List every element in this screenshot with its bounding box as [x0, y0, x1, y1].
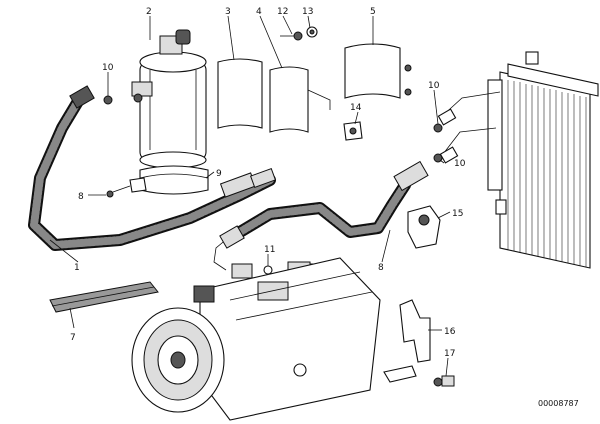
callout-10-lower: 10 — [454, 159, 466, 169]
ac-compressor — [131, 257, 381, 421]
receiver-drier — [131, 29, 207, 169]
insulation-sleeves — [217, 43, 412, 133]
condenser-pipes — [103, 91, 501, 164]
callout-4: 4 — [256, 7, 262, 17]
callout-15: 15 — [452, 209, 463, 219]
callout-5: 5 — [370, 7, 376, 17]
hose-secondary — [213, 160, 429, 279]
callout-7: 7 — [70, 333, 76, 343]
mounting-bracket — [383, 299, 455, 387]
leader-lines — [49, 15, 451, 377]
callout-10-upper: 10 — [428, 81, 440, 91]
callout-11: 11 — [264, 245, 275, 255]
callout-8-left: 8 — [78, 192, 84, 202]
drawing-number: 00008787 — [538, 399, 579, 408]
callout-17: 17 — [444, 349, 455, 359]
pipe-bracket — [407, 205, 441, 249]
callout-9: 9 — [216, 169, 222, 179]
callout-labels: 2 3 4 12 13 5 10 10 14 10 9 8 15 11 1 8 … — [70, 7, 579, 408]
callout-2: 2 — [146, 7, 152, 17]
callout-14: 14 — [350, 103, 362, 113]
callout-10-left: 10 — [102, 63, 114, 73]
callout-13: 13 — [302, 7, 313, 17]
small-fasteners — [280, 26, 363, 141]
clamp-band — [106, 165, 209, 198]
callout-1: 1 — [74, 263, 80, 273]
callout-12: 12 — [277, 7, 288, 17]
callout-8-right: 8 — [378, 263, 384, 273]
condenser — [487, 51, 599, 269]
rubber-strip — [49, 281, 159, 313]
callout-16: 16 — [444, 327, 456, 337]
callout-3: 3 — [225, 7, 231, 17]
hose-assembly — [28, 85, 277, 251]
